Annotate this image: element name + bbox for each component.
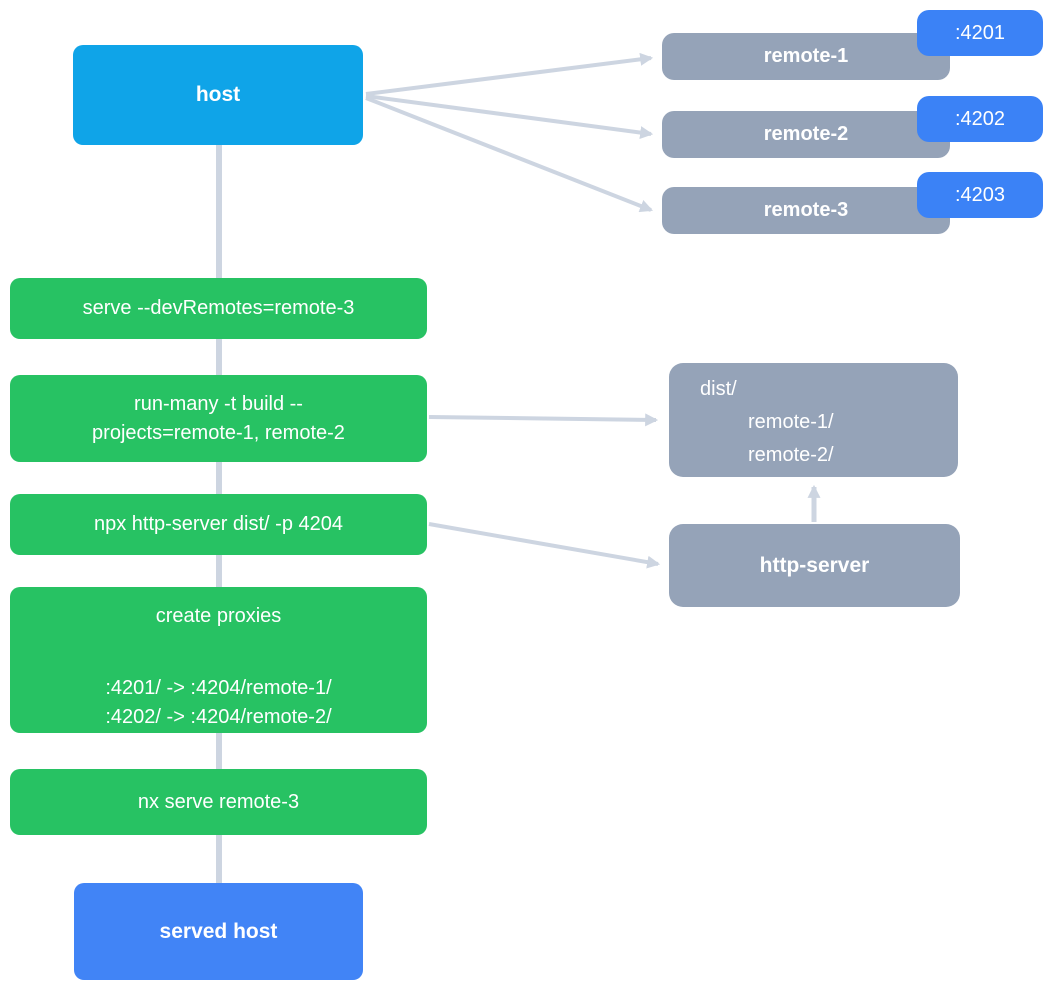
- arrow-http-cmd-to-http-server: [428, 522, 661, 569]
- dist-remote-2-label: remote-2/: [748, 444, 834, 466]
- proxy-mapping-4201: :4201/ -> :4204/remote-1/: [105, 677, 332, 699]
- proxy-mappings: :4201/ -> :4204/remote-1/ :4202/ -> :420…: [105, 674, 331, 732]
- served-host-label: served host: [159, 919, 278, 943]
- remote-2-node: remote-2: [662, 111, 950, 158]
- arrow-host-to-remote-1: [365, 52, 654, 96]
- step-serve-dev-remotes-label: serve --devRemotes=remote-3: [82, 297, 355, 319]
- proxy-mapping-4202: :4202/ -> :4204/remote-2/: [105, 706, 332, 728]
- create-proxies-title: create proxies: [155, 605, 282, 627]
- port-4201-label: :4201: [954, 21, 1006, 44]
- remote-1-node: remote-1: [662, 33, 950, 80]
- host-node: host: [73, 45, 363, 145]
- port-badge-4202: :4202: [917, 96, 1043, 142]
- http-server-label: http-server: [759, 553, 870, 577]
- http-server-node: http-server: [669, 524, 960, 607]
- port-badge-4203: :4203: [917, 172, 1043, 218]
- arrow-host-to-remote-3: [365, 96, 654, 213]
- step-nx-serve-remote-3-label: nx serve remote-3: [137, 790, 300, 813]
- arrow-run-many-to-dist: [428, 413, 659, 427]
- host-label: host: [195, 83, 241, 106]
- dist-folder-node: dist/ remote-1/ remote-2/: [669, 363, 958, 477]
- remote-2-label: remote-2: [763, 123, 849, 145]
- remote-3-node: remote-3: [662, 187, 950, 234]
- step-run-many-line1: run-many -t build --: [134, 392, 303, 415]
- port-4202-label: :4202: [954, 107, 1006, 130]
- step-npx-http-server-label: npx http-server dist/ -p 4204: [93, 513, 343, 535]
- port-badge-4201: :4201: [917, 10, 1043, 56]
- step-nx-serve-remote-3: nx serve remote-3: [10, 769, 427, 835]
- dist-folder-label: dist/: [700, 378, 737, 400]
- step-run-many-build: run-many -t build -- projects=remote-1, …: [10, 375, 427, 462]
- step-npx-http-server: npx http-server dist/ -p 4204: [10, 494, 427, 555]
- arrow-host-to-remote-2: [365, 94, 654, 140]
- step-serve-dev-remotes: serve --devRemotes=remote-3: [10, 278, 427, 339]
- step-create-proxies: create proxies :4201/ -> :4204/remote-1/…: [10, 587, 427, 733]
- remote-1-label: remote-1: [763, 45, 849, 67]
- port-4203-label: :4203: [954, 183, 1006, 206]
- remote-3-label: remote-3: [763, 199, 849, 221]
- step-run-many-line2: projects=remote-1, remote-2: [92, 421, 345, 444]
- dist-remote-1-label: remote-1/: [748, 411, 834, 433]
- served-host-node: served host: [74, 883, 363, 980]
